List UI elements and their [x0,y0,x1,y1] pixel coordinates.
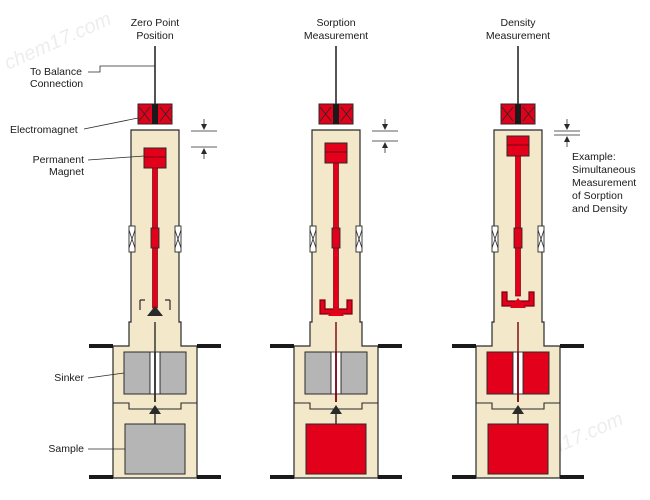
flange-top-right [378,344,402,348]
flange-top-right [197,344,221,348]
column-title-line: Measurement [304,30,368,42]
port-mark [174,229,182,249]
rod-coupling [150,227,160,249]
example-note-line: Example: [572,151,616,163]
sample-cone [512,405,524,414]
gap-arrow [564,136,570,142]
coil-mark [501,106,514,122]
electromagnet-core [152,104,158,124]
leader-to-balance [88,65,155,73]
port-mark [491,229,499,249]
flange-bottom-left [452,475,476,479]
label-permanent-magnet-line: Magnet [49,166,84,178]
port-mark [355,229,363,249]
port-mark [128,229,136,249]
column-title-line: Sorption [316,17,355,29]
gap-arrow [382,124,388,130]
label-to-balance-line: To Balance [30,66,82,78]
label-sample-line: Sample [48,443,84,455]
sample [305,423,367,475]
coil-mark [138,106,151,122]
flange-bottom-right [560,475,584,479]
gap-arrow [201,124,207,130]
sinker-left [486,351,514,395]
sample-cone [330,405,342,414]
coupling-cone [328,306,344,316]
label-to-balance-line: Connection [30,78,83,90]
flange-bottom-right [197,475,221,479]
gap-arrow [564,124,570,130]
column-title-line: Measurement [486,30,550,42]
flange-top-left [89,344,113,348]
rod-coupling [513,227,523,249]
column-title-line: Position [136,30,174,42]
column-title-line: Density [500,17,536,29]
port-mark [309,229,317,249]
flange-bottom-left [270,475,294,479]
example-note-line: of Sorption [572,190,623,202]
sinker-right [159,351,187,395]
rod-coupling [331,227,341,249]
label-sample: Sample [48,443,84,455]
coil-mark [522,106,535,122]
flange-bottom-left [89,475,113,479]
permanent-magnet [324,142,348,164]
gap-arrow [382,142,388,148]
sinker-left [123,351,151,395]
flange-top-left [270,344,294,348]
coil-mark [159,106,172,122]
leader-permanent-magnet [87,155,145,161]
coupling-cup [139,299,171,310]
coil-mark [319,106,332,122]
flange-bottom-right [378,475,402,479]
sinker-right [522,351,550,395]
label-permanent-magnet-line: Permanent [33,154,84,166]
flange-top-right [560,344,584,348]
flange-top-left [452,344,476,348]
label-sinker-line: Sinker [54,372,84,384]
coupling-cone [510,298,526,308]
sample [124,423,186,475]
sinker-right [340,351,368,395]
electromagnet-core [333,104,339,124]
label-sinker: Sinker [54,372,84,384]
example-note-line: Measurement [572,177,636,189]
electromagnet-core [515,104,521,124]
coupling-cone [147,306,163,316]
example-note-line: Simultaneous [572,164,636,176]
sample-cone [149,405,161,414]
column-title-line: Zero Point [131,17,180,29]
gap-arrow [201,148,207,154]
sinker-left [304,351,332,395]
label-electromagnet-line: Electromagnet [10,124,78,136]
leader-electromagnet [83,117,139,130]
label-electromagnet: Electromagnet [10,124,78,136]
permanent-magnet [506,135,530,157]
port-mark [537,229,545,249]
suspension-rod [515,155,521,297]
permanent-magnet [143,147,167,169]
watermark: chem17.com [1,8,115,75]
coil-mark [340,106,353,122]
sample [487,423,549,475]
leader-sinker [87,372,125,379]
example-note-line: and Density [572,203,628,215]
